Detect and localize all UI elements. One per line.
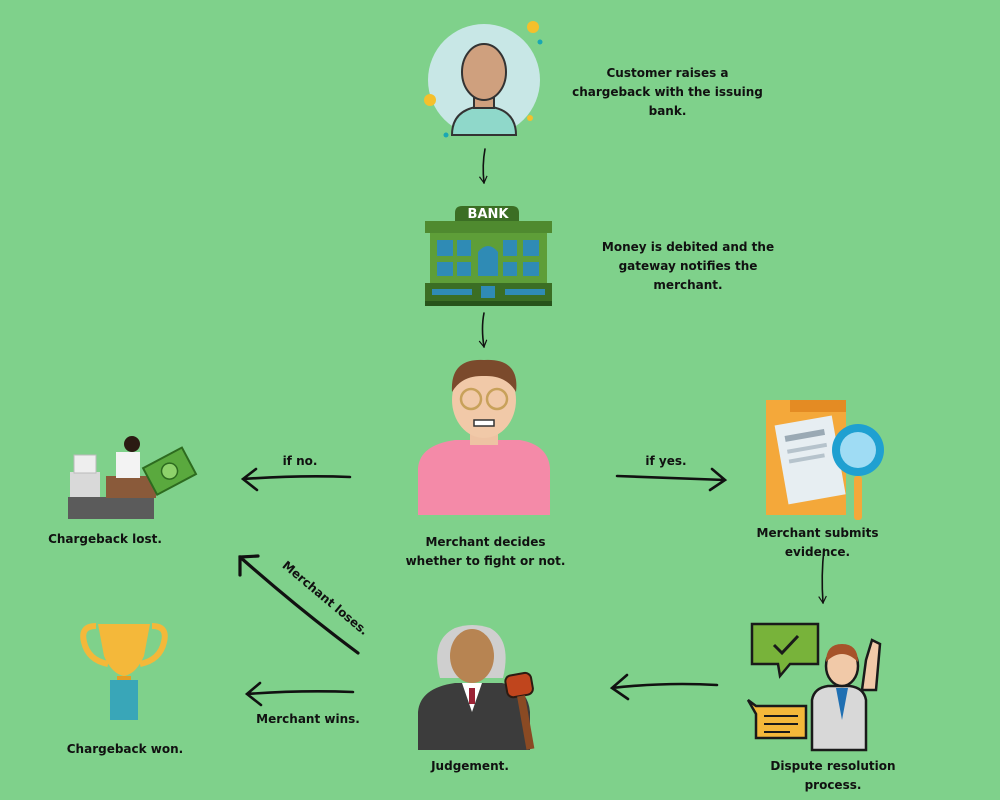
arrow-evidence-to-dispute: [818, 548, 827, 605]
label-merchant-submits-evidence: Merchant submits evidence.: [756, 526, 879, 559]
arrow-merchant-wins: [244, 681, 355, 707]
trophy-icon: [80, 623, 168, 720]
label-money-debited: Money is debited and the gateway notifie…: [601, 240, 775, 292]
label-customer-raises-chargeback: Customer raises a chargeback with the is…: [572, 66, 763, 118]
label-merchant-decides: Merchant decides whether to fight or not…: [405, 535, 566, 568]
dispute-icon: [746, 622, 882, 752]
evidence-folder-icon: [766, 400, 884, 520]
edge-label-if-no: if no.: [282, 454, 318, 468]
flow-arrows: [238, 148, 827, 707]
edge-label-merchant-wins: Merchant wins.: [256, 712, 360, 726]
judge-icon: [418, 625, 535, 750]
label-chargeback-lost: Chargeback lost.: [48, 532, 162, 546]
arrow-merchant-loses: [238, 554, 360, 655]
label-chargeback-won: Chargeback won.: [66, 742, 184, 756]
bank-icon: [425, 206, 552, 306]
label-judgement: Judgement.: [431, 759, 509, 773]
customer-icon: [424, 21, 543, 138]
label-dispute-resolution: Dispute resolution process.: [770, 759, 896, 792]
arrow-bank-to-merchant: [478, 312, 488, 349]
arrow-if-yes: [615, 467, 728, 492]
arrow-dispute-to-judgement: [609, 673, 719, 701]
arrow-customer-to-bank: [478, 148, 488, 185]
bank-sign-text: BANK: [467, 207, 509, 222]
cashier-icon: [68, 436, 198, 519]
edge-label-if-yes: if yes.: [645, 454, 687, 468]
arrow-if-no: [240, 467, 352, 492]
merchant-icon: [418, 359, 550, 515]
